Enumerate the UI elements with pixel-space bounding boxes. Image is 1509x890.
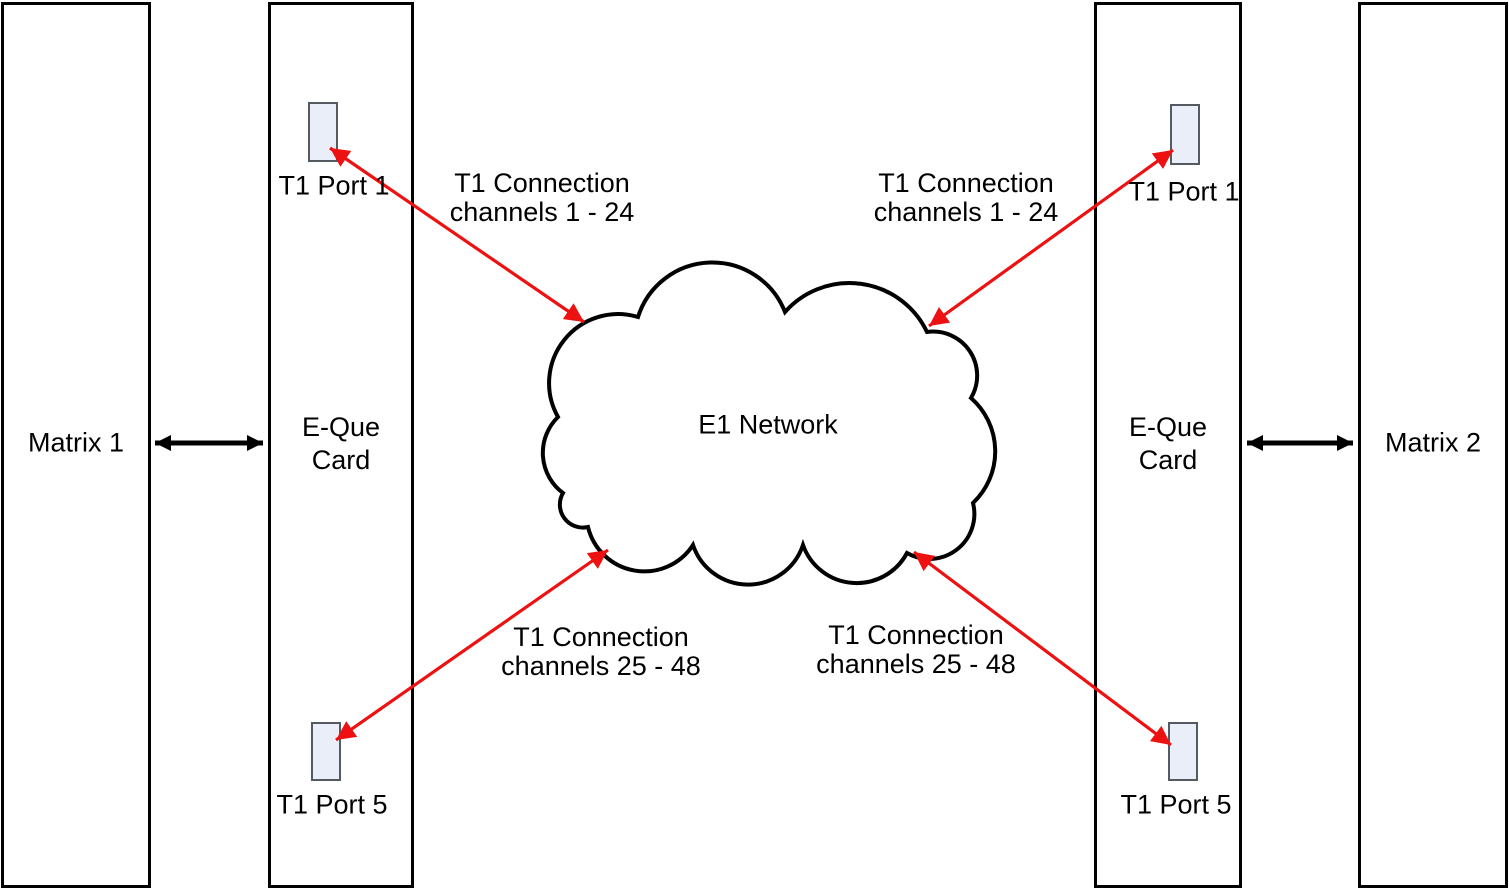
t1-connection-arrow-top-left bbox=[329, 146, 585, 324]
connection-label-bottom-right-line1: T1 Connection bbox=[828, 620, 1004, 650]
t1-port5-right-rect bbox=[1168, 722, 1198, 781]
e1-network-cloud bbox=[540, 260, 998, 587]
t1-port5-left-label: T1 Port 5 bbox=[276, 789, 388, 820]
eque-card-right-label-line1: E-Que bbox=[1128, 412, 1208, 442]
eque-card-left-label: E-Que Card bbox=[302, 411, 380, 477]
matrix2-box bbox=[1358, 2, 1508, 888]
matrix1-box bbox=[1, 2, 151, 888]
connection-label-top-left: T1 Connection channels 1 - 24 bbox=[450, 169, 635, 227]
t1-connection-arrow-bottom-left bbox=[335, 548, 609, 742]
eque-card-left-label-line1: E-Que bbox=[301, 412, 381, 442]
t1-connection-arrow-bottom-right bbox=[913, 550, 1172, 747]
t1-port5-right-label: T1 Port 5 bbox=[1120, 789, 1232, 820]
t1-port1-left-label: T1 Port 1 bbox=[278, 170, 390, 201]
t1-port1-right-rect bbox=[1170, 104, 1200, 165]
eque-card-right-box bbox=[1094, 2, 1242, 888]
eque-card-right-label-line2: Card bbox=[1138, 445, 1198, 475]
matrix2-label: Matrix 2 bbox=[1384, 427, 1482, 458]
connection-label-top-right-line2: channels 1 - 24 bbox=[873, 197, 1059, 227]
cloud-shape bbox=[540, 260, 998, 587]
connection-label-bottom-left: T1 Connection channels 25 - 48 bbox=[501, 623, 701, 681]
connection-label-bottom-right: T1 Connection channels 25 - 48 bbox=[816, 621, 1016, 679]
eque-card-left-label-line2: Card bbox=[311, 445, 371, 475]
connection-label-top-left-line2: channels 1 - 24 bbox=[449, 197, 635, 227]
t1-connection-arrow-top-right bbox=[928, 148, 1174, 328]
connection-label-bottom-right-line2: channels 25 - 48 bbox=[816, 649, 1016, 679]
connection-label-bottom-left-line1: T1 Connection bbox=[513, 622, 689, 652]
t1-port1-right-label: T1 Port 1 bbox=[1128, 176, 1240, 207]
e1-network-label: E1 Network bbox=[698, 409, 838, 440]
connection-label-top-right-line1: T1 Connection bbox=[878, 168, 1054, 198]
eque-card-right-label: E-Que Card bbox=[1129, 411, 1207, 477]
matrix1-label: Matrix 1 bbox=[27, 427, 125, 458]
connection-label-bottom-left-line2: channels 25 - 48 bbox=[501, 651, 701, 681]
connection-label-top-right: T1 Connection channels 1 - 24 bbox=[874, 169, 1059, 227]
connection-label-top-left-line1: T1 Connection bbox=[454, 168, 630, 198]
